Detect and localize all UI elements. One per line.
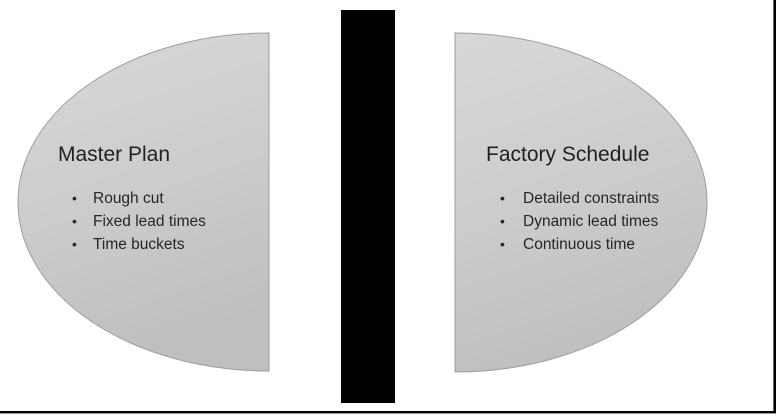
bullet-label: Detailed constraints xyxy=(523,190,660,207)
bullet-item: • Rough cut xyxy=(72,187,206,210)
left-shape-title: Master Plan xyxy=(58,143,171,166)
bullet-item: • Continuous time xyxy=(500,233,659,256)
right-half-ellipse-shape xyxy=(454,32,708,373)
right-shape-title: Factory Schedule xyxy=(486,143,650,166)
bullet-icon: • xyxy=(500,236,505,252)
bullet-label: Dynamic lead times xyxy=(523,213,659,230)
right-bullet-list: • Detailed constraints • Dynamic lead ti… xyxy=(500,187,659,256)
bullet-label: Time buckets xyxy=(93,236,185,253)
bullet-icon: • xyxy=(72,213,77,229)
frame-right-line xyxy=(773,0,776,413)
bullet-icon: • xyxy=(500,190,505,206)
bullet-icon: • xyxy=(72,236,77,252)
bullet-icon: • xyxy=(500,213,505,229)
left-bullet-list: • Rough cut • Fixed lead times • Time bu… xyxy=(72,187,206,256)
bullet-item: • Dynamic lead times xyxy=(500,210,659,233)
bullet-item: • Detailed constraints xyxy=(500,187,659,210)
frame-bottom-line xyxy=(0,411,776,414)
left-half-ellipse-shape xyxy=(17,32,270,372)
bullet-label: Fixed lead times xyxy=(93,213,206,230)
bullet-icon: • xyxy=(72,190,77,206)
bullet-label: Rough cut xyxy=(93,190,164,207)
divider-bar xyxy=(341,10,395,403)
bullet-item: • Time buckets xyxy=(72,233,206,256)
bullet-item: • Fixed lead times xyxy=(72,210,206,233)
bullet-label: Continuous time xyxy=(523,236,636,253)
